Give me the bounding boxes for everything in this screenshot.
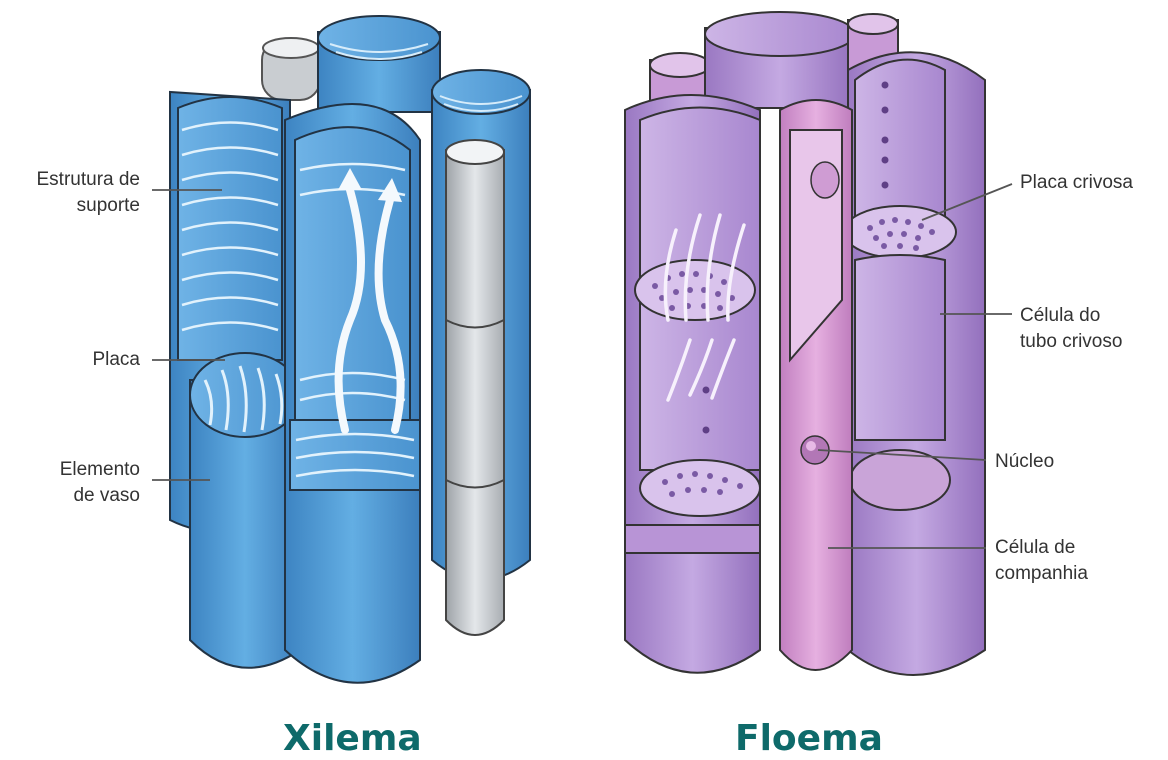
label-support-line-1: Estrutura de	[37, 169, 141, 190]
label-sieve-tube-line-2: tubo crivoso	[1020, 331, 1122, 352]
label-support-structure: Estrutura de suporte	[0, 167, 140, 219]
label-companion-cell: Célula de companhia	[995, 535, 1088, 587]
label-vessel-element: Elemento de vaso	[0, 457, 140, 509]
xylem-illustration	[170, 16, 530, 683]
label-plate: Placa	[0, 347, 140, 373]
phloem-illustration	[625, 12, 985, 675]
label-nucleus-text: Núcleo	[995, 451, 1054, 472]
label-plate-text: Placa	[92, 349, 140, 370]
label-support-line-2: suporte	[77, 195, 140, 216]
label-companion-line-2: companhia	[995, 563, 1088, 584]
label-sieve-tube-cell: Célula do tubo crivoso	[1020, 303, 1122, 355]
label-sieve-plate: Placa crivosa	[1020, 170, 1133, 196]
label-nucleus: Núcleo	[995, 449, 1054, 475]
label-vessel-line-2: de vaso	[73, 485, 140, 506]
label-sieve-plate-text: Placa crivosa	[1020, 172, 1133, 193]
label-vessel-line-1: Elemento	[60, 459, 140, 480]
label-sieve-tube-line-1: Célula do	[1020, 305, 1100, 326]
phloem-title: Floema	[735, 718, 883, 759]
label-companion-line-1: Célula de	[995, 537, 1075, 558]
xylem-title: Xilema	[283, 718, 422, 759]
